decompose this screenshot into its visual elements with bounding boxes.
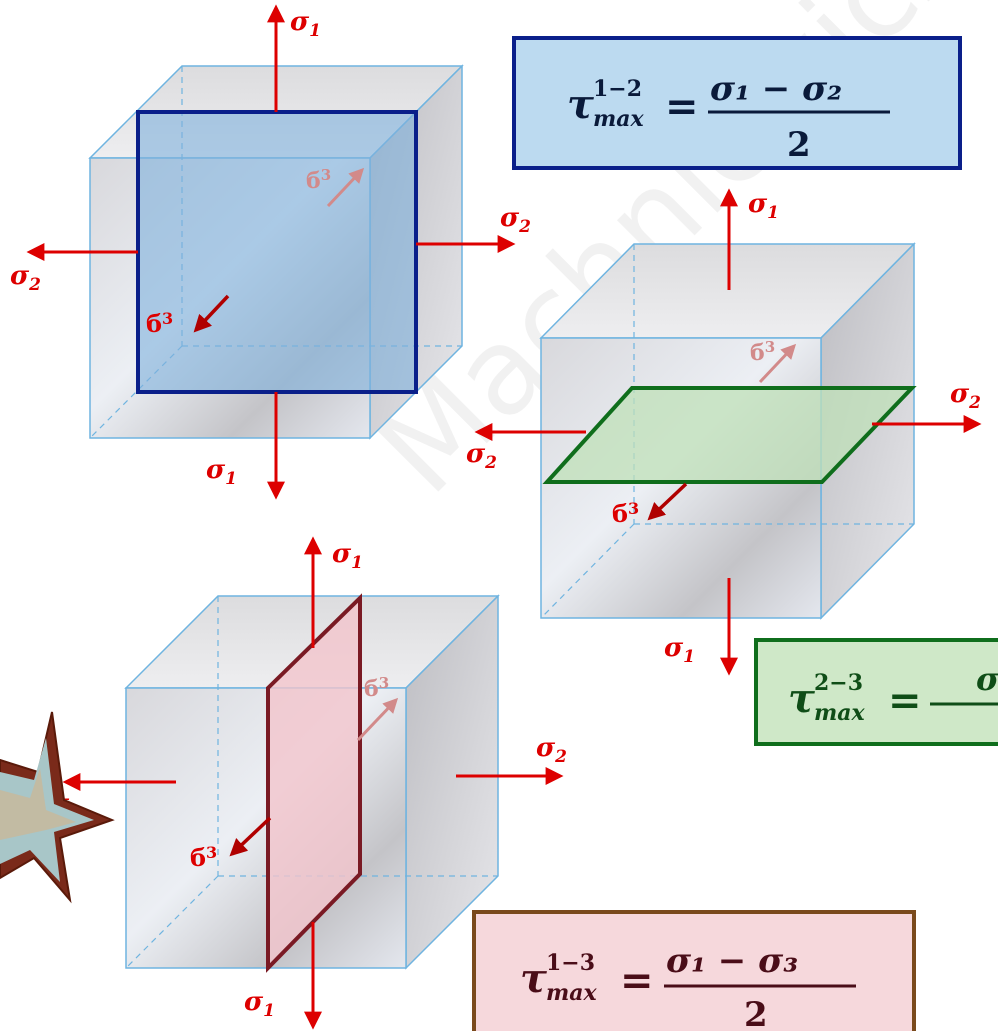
- sigma3-label: б3: [190, 843, 217, 872]
- svg-text:=: =: [888, 677, 922, 724]
- sigma3-arrow-front: [647, 482, 688, 521]
- sigma3-label: б3: [306, 166, 331, 194]
- svg-text:1−2: 1−2: [593, 76, 642, 102]
- sigma1-label: σ1: [748, 189, 779, 223]
- formula-2-3: τ 2−3 max = σ: [788, 660, 998, 726]
- sigma1-label: σ1: [244, 987, 275, 1021]
- svg-text:max: max: [814, 700, 866, 726]
- formula-1-3: τ 1−3 max = σ₁ − σ₃ 2: [520, 941, 856, 1031]
- sigma3-arrow-front: [229, 816, 272, 857]
- sigma2-label: σ2: [466, 439, 497, 473]
- svg-text:=: =: [665, 83, 699, 130]
- svg-text:2: 2: [787, 125, 811, 165]
- sigma1-label: σ1: [332, 539, 363, 573]
- formula-box-2-3: [754, 638, 998, 746]
- svg-text:σ: σ: [976, 660, 998, 698]
- svg-text:2−3: 2−3: [814, 670, 863, 696]
- sigma1-label: σ1: [664, 633, 695, 667]
- plane-1-2: [136, 110, 418, 394]
- sigma1-label: σ1: [206, 455, 237, 489]
- svg-text:max: max: [593, 106, 645, 132]
- svg-text:σ₁ − σ₃: σ₁ − σ₃: [666, 941, 798, 981]
- plane-2-3: [542, 386, 917, 484]
- sigma1-label: σ1: [290, 7, 321, 41]
- star-icon: [0, 711, 115, 904]
- plane-1-3: [266, 593, 362, 973]
- formula-box-1-2: [512, 36, 962, 170]
- sigma3-arrow-back: [758, 343, 797, 384]
- svg-text:=: =: [620, 957, 654, 1004]
- sigma2-label: σ2: [536, 733, 567, 767]
- sigma2-label: σ2: [950, 379, 981, 413]
- sigma2-label: σ2: [10, 261, 41, 295]
- sigma3-arrow-back: [326, 167, 365, 208]
- sigma2-label: σ2: [500, 203, 531, 237]
- svg-text:τ: τ: [788, 675, 815, 722]
- formula-box-1-3: [472, 910, 916, 1031]
- sigma3-arrow-front: [193, 294, 230, 333]
- svg-text:τ: τ: [567, 81, 594, 128]
- sigma3-label: б3: [146, 309, 173, 338]
- svg-text:max: max: [546, 980, 598, 1006]
- svg-text:τ: τ: [520, 955, 547, 1002]
- sigma3-arrow-back: [356, 697, 399, 742]
- sigma3-label: б3: [364, 674, 389, 702]
- svg-text:1−3: 1−3: [546, 950, 595, 976]
- sigma3-label: б3: [612, 499, 639, 528]
- svg-text:2: 2: [744, 995, 768, 1031]
- formula-1-2: τ 1−2 max = σ₁ − σ₂ 2: [567, 69, 890, 165]
- sigma3-label: б3: [750, 338, 775, 366]
- svg-text:σ₁ − σ₂: σ₁ − σ₂: [710, 69, 842, 109]
